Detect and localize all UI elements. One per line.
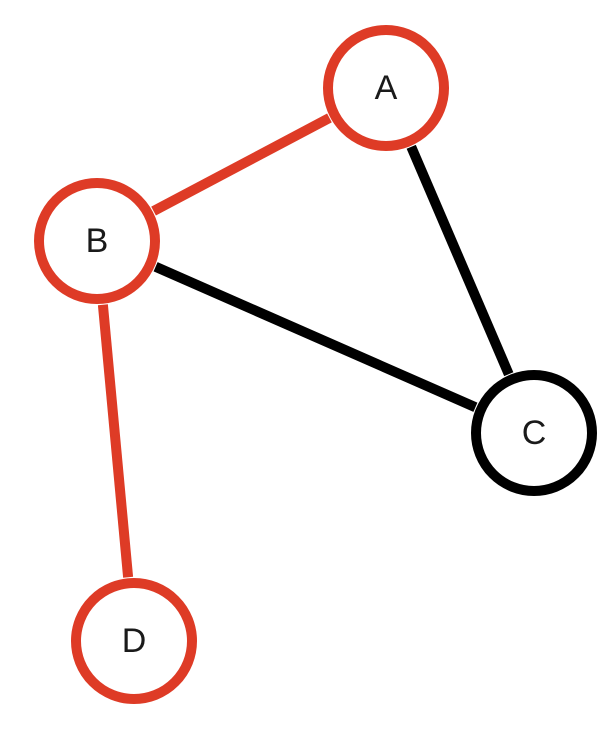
- edge-b-d: [97, 304, 134, 578]
- edge-b-c: [153, 262, 478, 412]
- node-b: B: [34, 178, 160, 304]
- node-d: D: [71, 578, 197, 704]
- node-c: C: [471, 370, 597, 496]
- node-a-circle: [323, 25, 449, 151]
- node-a-label: A: [375, 69, 398, 107]
- edge-a-c: [406, 144, 514, 377]
- node-c-label: C: [522, 414, 547, 452]
- edge-a-b: [151, 113, 332, 216]
- edges-layer: [97, 113, 514, 578]
- node-d-label: D: [122, 622, 147, 660]
- nodes-layer: A B C D: [34, 25, 597, 704]
- node-c-circle: [471, 370, 597, 496]
- node-b-label: B: [86, 222, 109, 260]
- node-b-circle: [34, 178, 160, 304]
- node-d-circle: [71, 578, 197, 704]
- node-a: A: [323, 25, 449, 151]
